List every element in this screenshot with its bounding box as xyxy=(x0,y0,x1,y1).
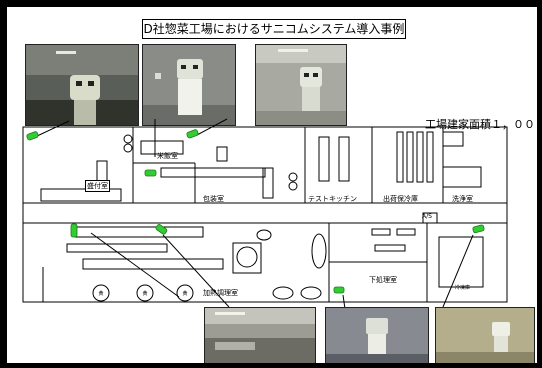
sensor-7 xyxy=(472,224,485,234)
room-as: A/S xyxy=(422,213,432,220)
photo-bottom-center xyxy=(325,307,429,363)
photo-top-center xyxy=(142,44,236,126)
room-moritsuke: 盛付室 xyxy=(85,180,110,192)
diagram-frame: D社惣菜工場におけるサニコムシステム導入事例 xyxy=(6,6,538,364)
svg-text:黄: 黄 xyxy=(142,290,147,297)
room-beihan: 米飯室 xyxy=(157,152,178,160)
robot-photo-1 xyxy=(26,45,138,125)
room-test-kitchen: テストキッチン xyxy=(308,195,357,203)
sensor-5 xyxy=(155,224,168,235)
robot-photo-3 xyxy=(256,45,346,125)
photo-top-right xyxy=(255,44,347,126)
prep-room-photo xyxy=(326,308,428,363)
room-reito: 冷凍庫 xyxy=(455,285,471,291)
diagram-title: D社惣菜工場におけるサニコムシステム導入事例 xyxy=(142,19,406,39)
photo-top-left xyxy=(25,44,139,126)
room-senjou: 洗浄室 xyxy=(452,195,473,203)
room-kanetsu: 加熱調理室 xyxy=(203,289,238,297)
sensor-3 xyxy=(186,129,199,139)
room-shita: 下処理室 xyxy=(369,276,397,284)
sensor-1 xyxy=(26,131,39,141)
area-label: 工場建家面積１，０００㎡ xyxy=(425,118,537,131)
svg-text:黄: 黄 xyxy=(98,290,103,297)
sensor-6 xyxy=(333,286,345,294)
wash-room-photo xyxy=(436,308,534,363)
robot-photo-2 xyxy=(143,45,235,125)
sensor-2 xyxy=(144,169,157,177)
sensor-4 xyxy=(70,223,78,238)
kitchen-photo xyxy=(205,308,315,363)
photo-bottom-left xyxy=(204,307,316,363)
svg-text:黄: 黄 xyxy=(182,290,187,297)
room-kensou: 包装室 xyxy=(203,195,224,203)
outer-wall xyxy=(22,126,508,303)
photo-bottom-right xyxy=(435,307,535,363)
room-shukka: 出荷保冷庫 xyxy=(383,195,418,203)
